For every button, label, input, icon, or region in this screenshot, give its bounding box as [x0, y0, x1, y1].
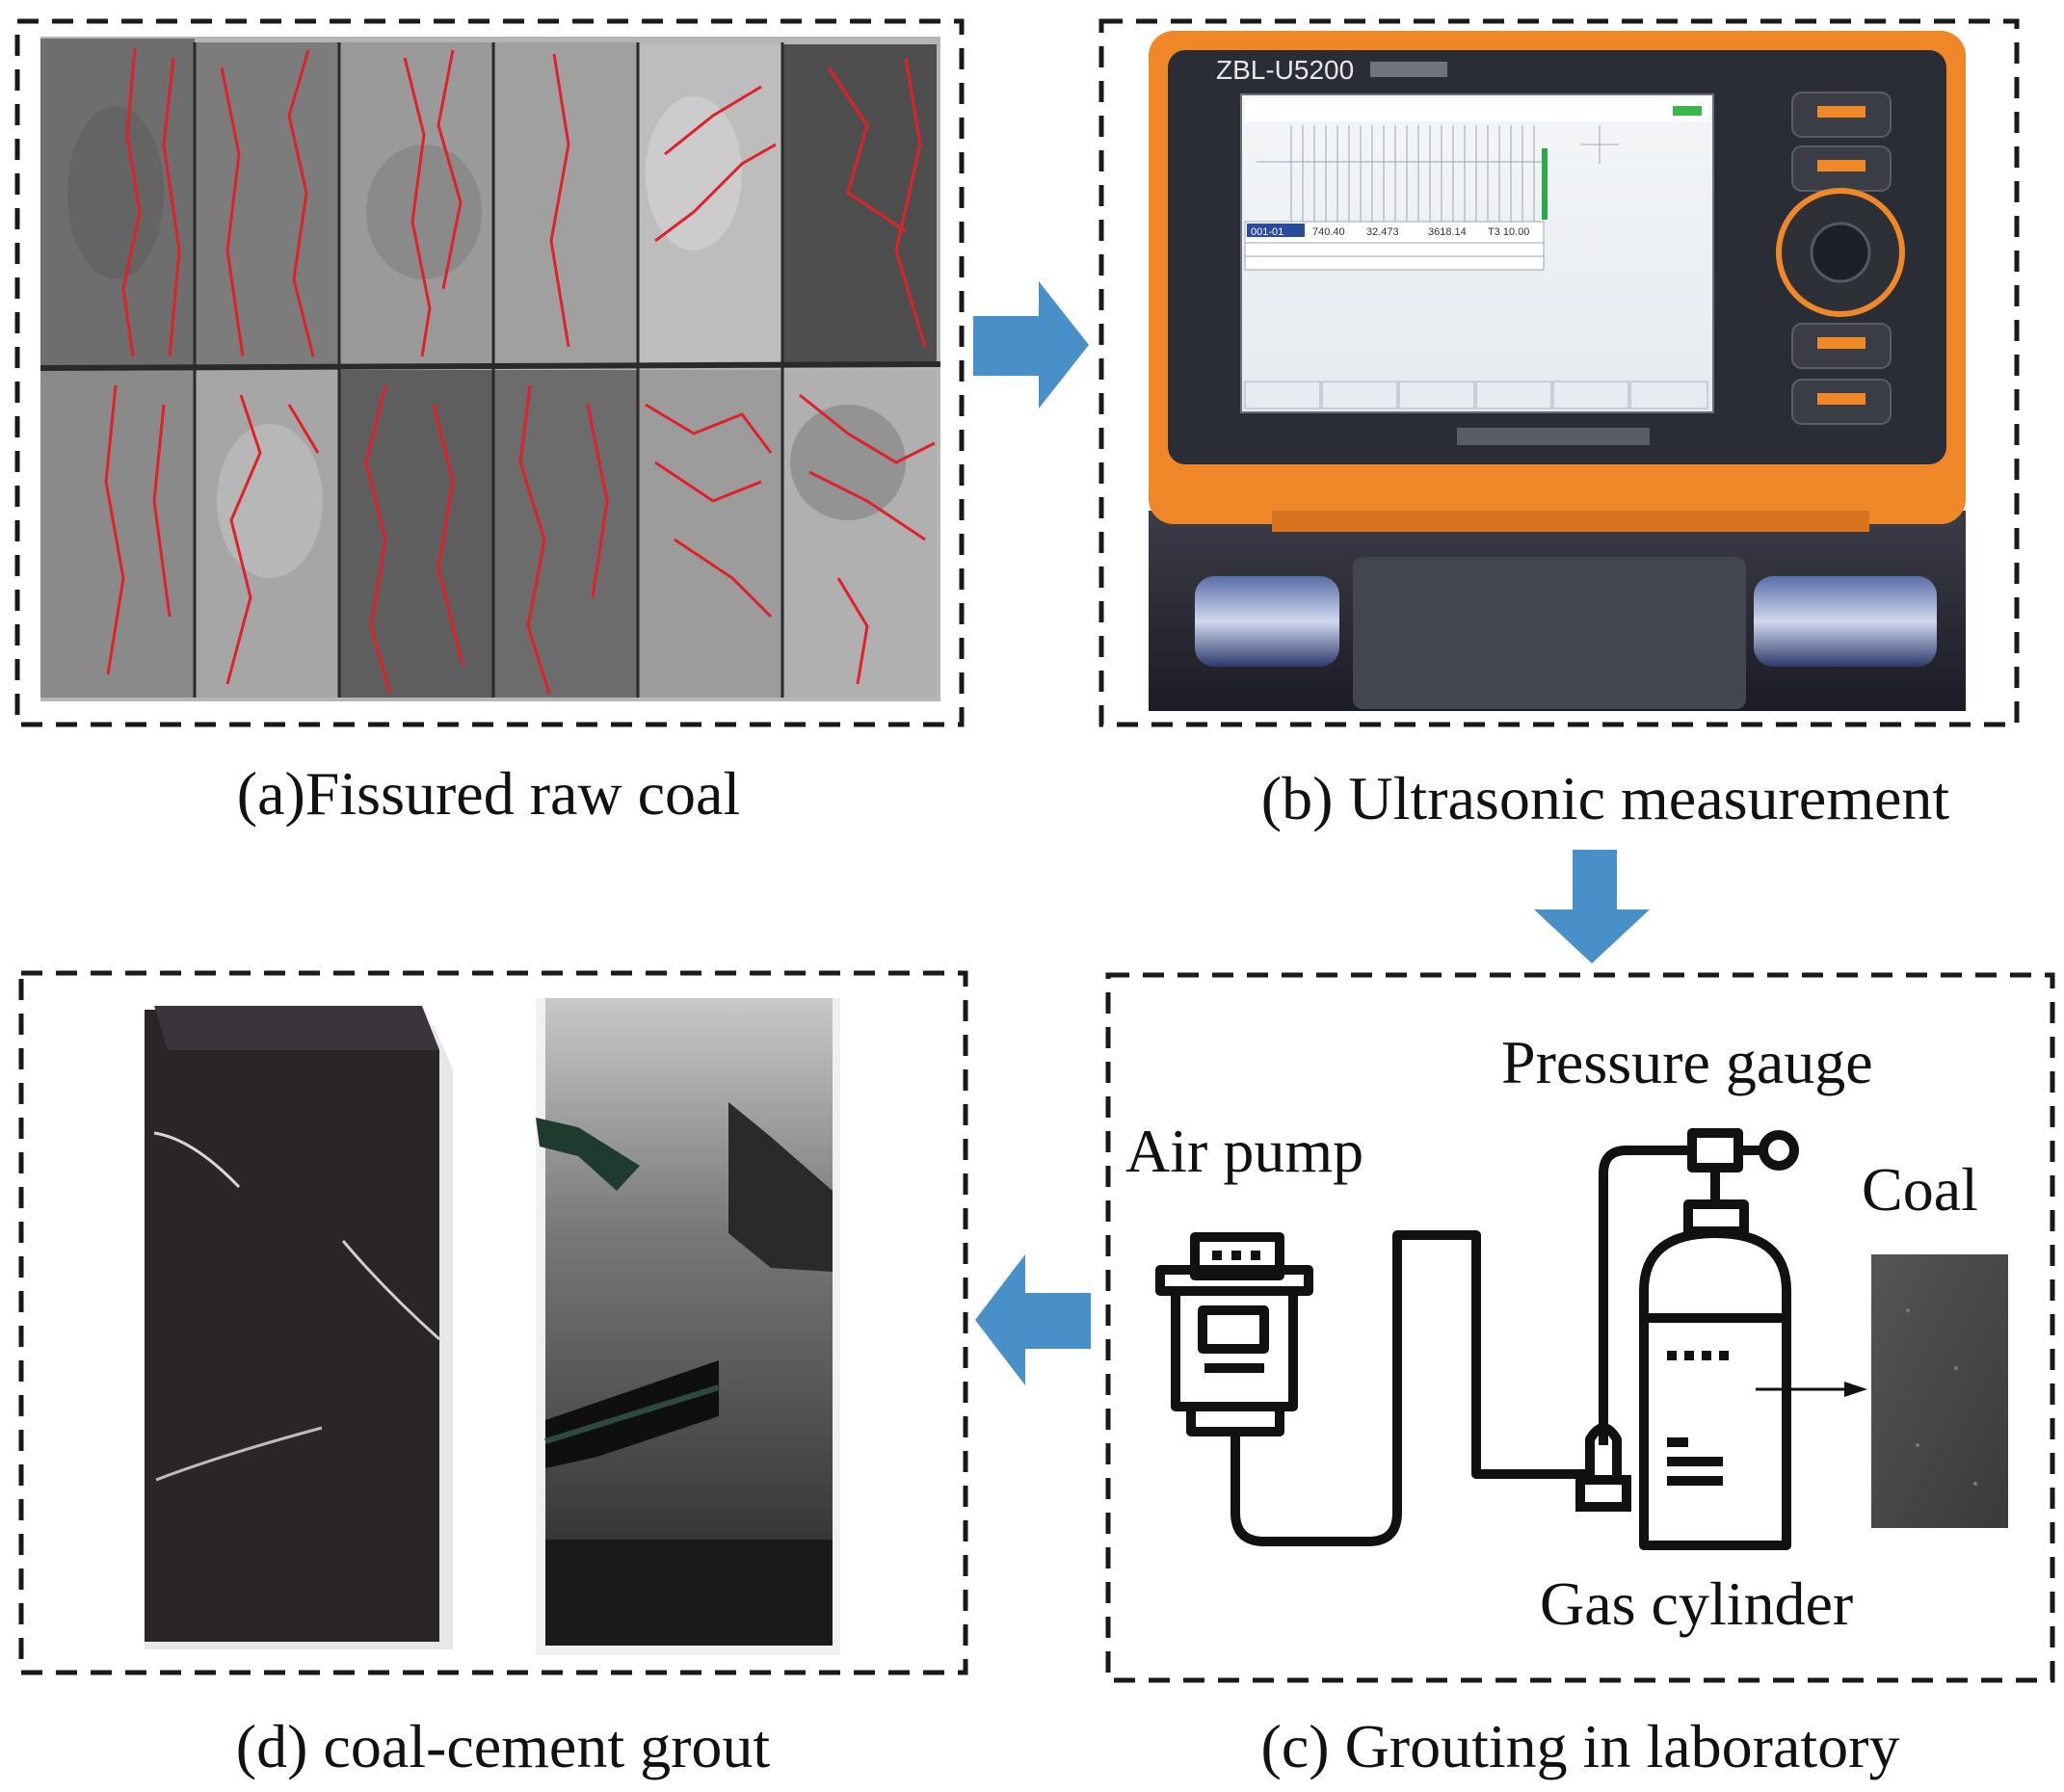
pump-hose	[1230, 1230, 1586, 1546]
waveform-lines	[1257, 125, 1619, 222]
gauge-hose	[1599, 1146, 1692, 1445]
panel-a-caption: (a)Fissured raw coal	[237, 759, 740, 828]
air-pump-label: Air pump	[1125, 1117, 1363, 1185]
device-model-text: ZBL-U5200	[1216, 55, 1354, 85]
panel-c: Air pump Pressure gauge Coal Gas cylinde…	[1105, 972, 2055, 1683]
panel-d-border	[18, 970, 968, 1675]
gas-cylinder-label: Gas cylinder	[1540, 1569, 1853, 1638]
panel-b: ZBL-U5200	[1098, 18, 2020, 727]
grout-block-right	[536, 998, 840, 1655]
screen-soft-keys	[1244, 381, 1708, 409]
arrow-b-to-c	[1534, 850, 1650, 963]
arrow-c-to-d	[975, 1254, 1091, 1385]
panel-d	[18, 970, 968, 1675]
panel-d-caption: (d) coal-cement grout	[236, 1712, 771, 1780]
screen-id-badge	[1247, 224, 1305, 237]
grout-block-left	[145, 1006, 453, 1649]
gas-cylinder-marks	[1667, 1351, 1729, 1486]
panel-b-caption: (b) Ultrasonic measurement	[1261, 764, 1950, 832]
coal-specimens-photo	[40, 37, 941, 701]
device-buttons	[1776, 92, 1905, 425]
arrow-a-to-b	[973, 281, 1089, 408]
panel-a-border	[14, 18, 965, 727]
panel-c-border	[1105, 972, 2055, 1683]
screen-id-text: 001-01	[1251, 226, 1283, 238]
readout-2: 32.473	[1366, 226, 1399, 238]
gas-cylinder-icon	[1639, 1199, 1791, 1550]
panel-c-caption: (c) Grouting in laboratory	[1261, 1712, 1900, 1780]
air-pump-dots	[1212, 1251, 1260, 1260]
readout-1: 740.40	[1312, 226, 1345, 238]
pressure-gauge-icon	[1687, 1128, 1799, 1204]
coal-label: Coal	[1862, 1155, 1978, 1224]
valve-icon	[1585, 1423, 1622, 1480]
coal-sample-photo	[1871, 1254, 2008, 1528]
panel-b-border	[1098, 18, 2020, 727]
pressure-gauge-label: Pressure gauge	[1501, 1028, 1873, 1096]
panel-a	[14, 18, 965, 727]
air-pump-icon	[1155, 1232, 1313, 1436]
ultrasonic-device-photo: ZBL-U5200	[1149, 31, 1966, 711]
readout-4: T3 10.00	[1488, 226, 1529, 238]
readout-3: 3618.14	[1428, 226, 1467, 238]
fissure-traces	[104, 47, 936, 695]
